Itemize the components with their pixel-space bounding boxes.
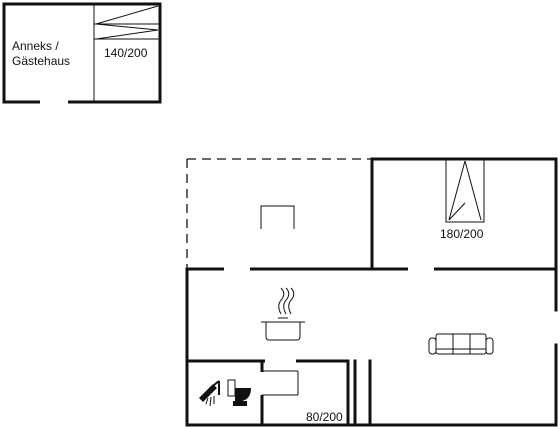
annex-walls: [2, 2, 162, 104]
main-walls: [185, 157, 558, 427]
door-openings: [224, 266, 434, 395]
small-room-bed-label: 80/200: [306, 410, 343, 424]
main-house: 180/200: [185, 157, 558, 427]
shower-icon: [199, 380, 220, 407]
annex-building: Anneks / Gästehaus 140/200: [2, 2, 162, 105]
toilet-icon: [227, 379, 251, 406]
stove-pot-icon: [261, 287, 305, 341]
bed-icon: [445, 158, 485, 223]
door-swing-marks: [262, 370, 299, 396]
bed-icon: [94, 5, 160, 40]
annex-bed-label: 140/200: [104, 46, 148, 60]
table-icon: [260, 205, 295, 229]
annex-label-line2: Gästehaus: [12, 54, 70, 68]
terrace-outline: [186, 158, 372, 268]
annex-label-line1: Anneks /: [12, 39, 59, 53]
sofa-icon: [428, 333, 494, 355]
bedroom-bed-label: 180/200: [440, 227, 484, 241]
